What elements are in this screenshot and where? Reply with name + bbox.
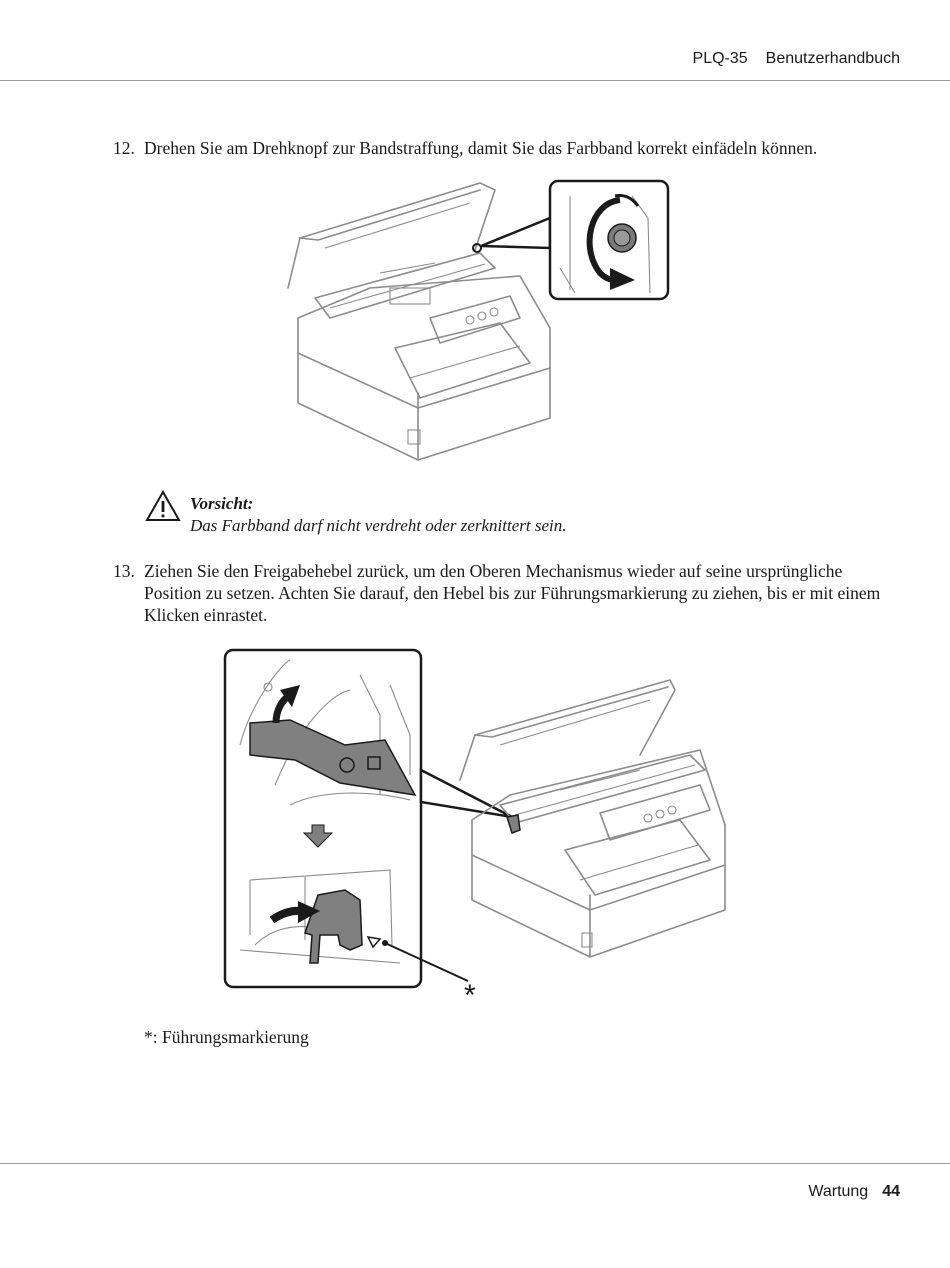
step-13: 13. Ziehen Sie den Freigabehebel zurück,… [113,560,893,626]
step-text: Ziehen Sie den Freigabehebel zurück, um … [144,561,881,625]
step-number: 12. [113,138,135,158]
page-header: PLQ-35 Benutzerhandbuch [693,50,900,68]
release-lever-down [304,889,363,964]
caution-title: Vorsicht: [190,494,254,513]
step-text: Drehen Sie am Drehknopf zur Bandstraffun… [144,138,818,158]
page-number: 44 [882,1183,900,1200]
section-name: Wartung [808,1183,869,1200]
product-name: PLQ-35 [692,50,748,67]
step-12: 12. Drehen Sie am Drehknopf zur Bandstra… [113,137,893,159]
figure-ribbon-knob [287,179,670,461]
guide-mark-icon [366,936,382,949]
rotate-arrow-icon [272,685,300,724]
rotate-arrow-icon [586,194,640,290]
guide-marker: * [464,979,476,1012]
printer-illustration [287,182,551,461]
footnote: *: Führungsmarkierung [144,1027,309,1047]
push-arrow-icon [269,901,320,924]
step-number: 13. [113,561,135,581]
header-rule [0,80,950,81]
tension-knob [607,223,637,253]
warning-triangle-icon [145,489,181,521]
figure-release-lever: * [223,648,726,1012]
footer-rule [0,1163,950,1164]
page-footer: Wartung 44 [808,1183,900,1201]
release-lever-up [249,719,417,796]
printer-illustration [459,679,726,958]
caution-text: Das Farbband darf nicht verdreht oder ze… [190,516,567,535]
manual-title: Benutzerhandbuch [765,50,900,67]
down-arrow-icon [302,824,334,848]
